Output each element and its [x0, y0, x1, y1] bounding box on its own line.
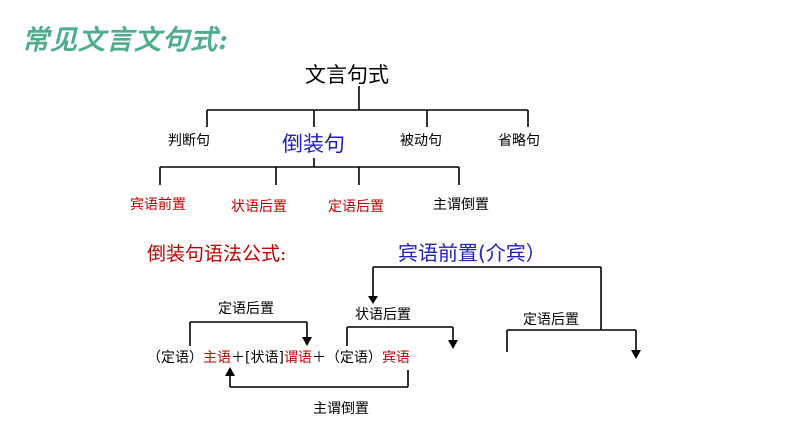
- formula-title: 倒装句语法公式:: [147, 243, 287, 265]
- formula-line: （定语）主语＋[状语]谓语＋（定语）宾语: [147, 347, 410, 367]
- arrow-label-attributive-post: 定语后置: [218, 301, 274, 317]
- formula-object: 宾语: [381, 350, 410, 366]
- node-object-front: 宾语前置: [130, 197, 186, 213]
- formula-adverbial: ＋[状语]: [231, 350, 284, 366]
- arrow-label-attributive-post-right: 定语后置: [523, 312, 579, 328]
- formula-attributive-2: ＋（定语）: [311, 350, 382, 366]
- node-adverbial-post: 状语后置: [231, 199, 287, 215]
- node-inverted: 倒装句: [282, 132, 345, 156]
- node-judgment: 判断句: [168, 133, 210, 149]
- formula-attributive-1: （定语）: [147, 350, 203, 366]
- node-attributive-post: 定语后置: [328, 199, 384, 215]
- node-subject-predicate: 主谓倒置: [433, 197, 489, 213]
- root-node: 文言句式: [305, 63, 389, 87]
- formula-predicate: 谓语: [283, 350, 312, 366]
- arrow-label-subject-predicate: 主谓倒置: [313, 401, 369, 417]
- arrow-label-adverbial-post: 状语后置: [355, 307, 411, 323]
- page-heading: 常见文言文句式:: [22, 25, 229, 56]
- node-passive: 被动句: [400, 133, 442, 149]
- prep-object-label: 宾语前置(介宾）: [398, 241, 546, 265]
- formula-subject: 主语: [203, 350, 231, 366]
- node-omission: 省略句: [498, 133, 540, 149]
